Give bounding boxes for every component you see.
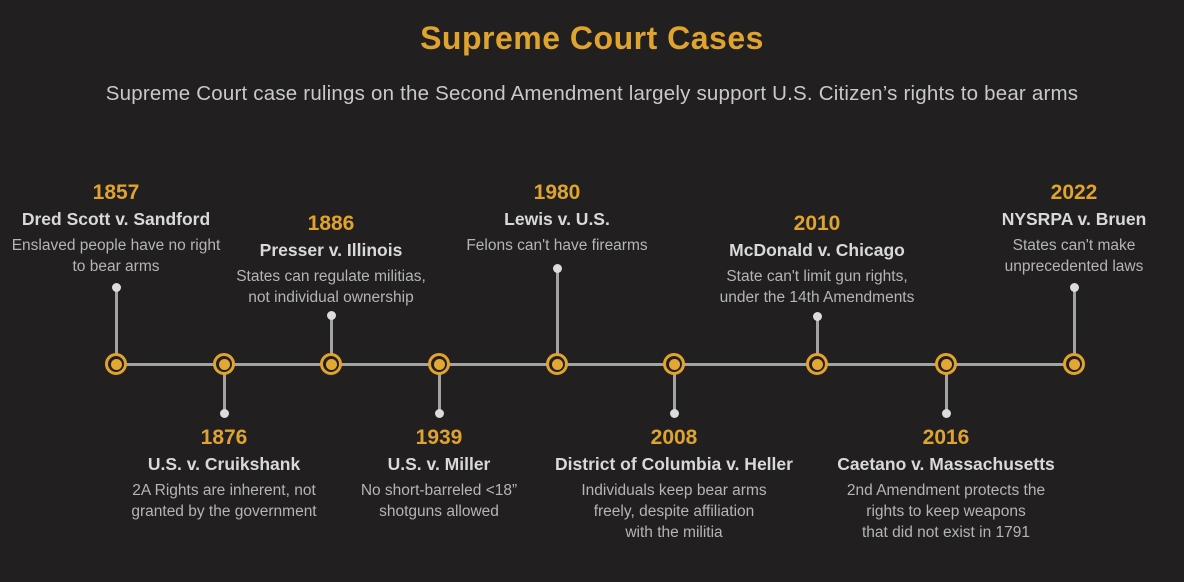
event-description-line: shotguns allowed bbox=[379, 503, 499, 520]
event-description: Felons can't have firearms bbox=[427, 235, 687, 256]
event-description-line: not individual ownership bbox=[248, 289, 414, 306]
event-description: Individuals keep bear arms freely, despit… bbox=[544, 480, 804, 543]
timeline-marker-dot bbox=[433, 358, 445, 370]
event-case-name: McDonald v. Chicago bbox=[729, 240, 905, 260]
event-description: 2A Rights are inherent, not granted by th… bbox=[94, 480, 354, 522]
page-subtitle: Supreme Court case rulings on the Second… bbox=[105, 82, 1079, 105]
event-connector-line bbox=[672, 364, 676, 413]
event-year: 2008 bbox=[650, 426, 698, 449]
timeline-marker bbox=[213, 353, 235, 375]
event-connector-dot bbox=[669, 408, 679, 418]
event-connector-line bbox=[555, 268, 559, 364]
event-year: 1980 bbox=[533, 181, 581, 204]
timeline-marker-dot bbox=[940, 358, 952, 370]
event-connector-dot bbox=[111, 282, 121, 292]
event-description-line: to bear arms bbox=[72, 258, 160, 275]
event-description-line: that did not exist in 1791 bbox=[861, 524, 1031, 541]
timeline-marker-dot bbox=[110, 358, 122, 370]
timeline-marker-dot bbox=[668, 358, 680, 370]
event-description-line: States can't make bbox=[1012, 237, 1136, 254]
event-year: 2022 bbox=[1050, 181, 1098, 204]
event-description-line: with the militia bbox=[625, 524, 723, 541]
timeline-marker-dot bbox=[811, 358, 823, 370]
event-description: State can't limit gun rights, under the 1… bbox=[687, 266, 947, 308]
event-description-line: No short-barreled <18” bbox=[360, 482, 518, 499]
event-connector-dot bbox=[1069, 282, 1079, 292]
event-year: 2016 bbox=[922, 426, 970, 449]
event-case-name: District of Columbia v. Heller bbox=[555, 454, 793, 474]
event-description-line: 2nd Amendment protects the bbox=[846, 482, 1046, 499]
timeline-marker bbox=[935, 353, 957, 375]
event-description: No short-barreled <18” shotguns allowed bbox=[309, 480, 569, 522]
event-case-name: U.S. v. Cruikshank bbox=[147, 454, 301, 474]
timeline-marker bbox=[320, 353, 342, 375]
timeline-marker bbox=[546, 353, 568, 375]
event-description-line: Individuals keep bear arms bbox=[581, 482, 767, 499]
event-year: 1886 bbox=[307, 212, 355, 235]
timeline-marker-dot bbox=[551, 358, 563, 370]
timeline-marker bbox=[663, 353, 685, 375]
event-case-name: Caetano v. Massachusetts bbox=[837, 454, 1055, 474]
event-description-line: 2A Rights are inherent, not bbox=[132, 482, 316, 499]
timeline-marker bbox=[105, 353, 127, 375]
event-case-name: U.S. v. Miller bbox=[387, 454, 491, 474]
timeline-marker bbox=[428, 353, 450, 375]
timeline-marker-dot bbox=[1068, 358, 1080, 370]
timeline-marker bbox=[806, 353, 828, 375]
event-description-line: Felons can't have firearms bbox=[466, 237, 648, 254]
event-connector-dot bbox=[812, 311, 822, 321]
event-description: Enslaved people have no right to bear arm… bbox=[0, 235, 246, 277]
event-description-line: granted by the government bbox=[131, 503, 317, 520]
event-connector-line bbox=[437, 364, 441, 413]
event-connector-line bbox=[222, 364, 226, 413]
event-description: States can't make unprecedented laws bbox=[944, 235, 1184, 277]
event-description-line: rights to keep weapons bbox=[866, 503, 1026, 520]
event-case-name: Lewis v. U.S. bbox=[504, 209, 610, 229]
event-connector-dot bbox=[326, 310, 336, 320]
event-description-line: State can't limit gun rights, bbox=[726, 268, 908, 285]
event-case-name: NYSRPA v. Bruen bbox=[1001, 209, 1147, 229]
event-description: States can regulate militias, not individ… bbox=[201, 266, 461, 308]
event-connector-dot bbox=[434, 408, 444, 418]
timeline-marker-dot bbox=[325, 358, 337, 370]
event-connector-line bbox=[815, 316, 819, 364]
event-connector-line bbox=[114, 287, 118, 364]
event-description-line: freely, despite affiliation bbox=[593, 503, 755, 520]
event-description: 2nd Amendment protects the rights to keep… bbox=[816, 480, 1076, 543]
event-description-line: unprecedented laws bbox=[1004, 258, 1144, 275]
timeline-marker-dot bbox=[218, 358, 230, 370]
event-case-name: Dred Scott v. Sandford bbox=[21, 209, 211, 229]
event-connector-dot bbox=[219, 408, 229, 418]
event-year: 1939 bbox=[415, 426, 463, 449]
event-year: 1876 bbox=[200, 426, 248, 449]
page-title: Supreme Court Cases bbox=[420, 20, 764, 56]
timeline-marker bbox=[1063, 353, 1085, 375]
event-description-line: Enslaved people have no right bbox=[11, 237, 221, 254]
event-connector-dot bbox=[552, 263, 562, 273]
event-year: 1857 bbox=[92, 181, 140, 204]
event-connector-dot bbox=[941, 408, 951, 418]
event-case-name: Presser v. Illinois bbox=[259, 240, 403, 260]
event-connector-line bbox=[944, 364, 948, 413]
event-connector-line bbox=[1072, 287, 1076, 364]
event-connector-line bbox=[329, 315, 333, 364]
event-description-line: under the 14th Amendments bbox=[719, 289, 915, 306]
event-year: 2010 bbox=[793, 212, 841, 235]
timeline-axis bbox=[116, 363, 1074, 366]
event-description-line: States can regulate militias, bbox=[236, 268, 426, 285]
